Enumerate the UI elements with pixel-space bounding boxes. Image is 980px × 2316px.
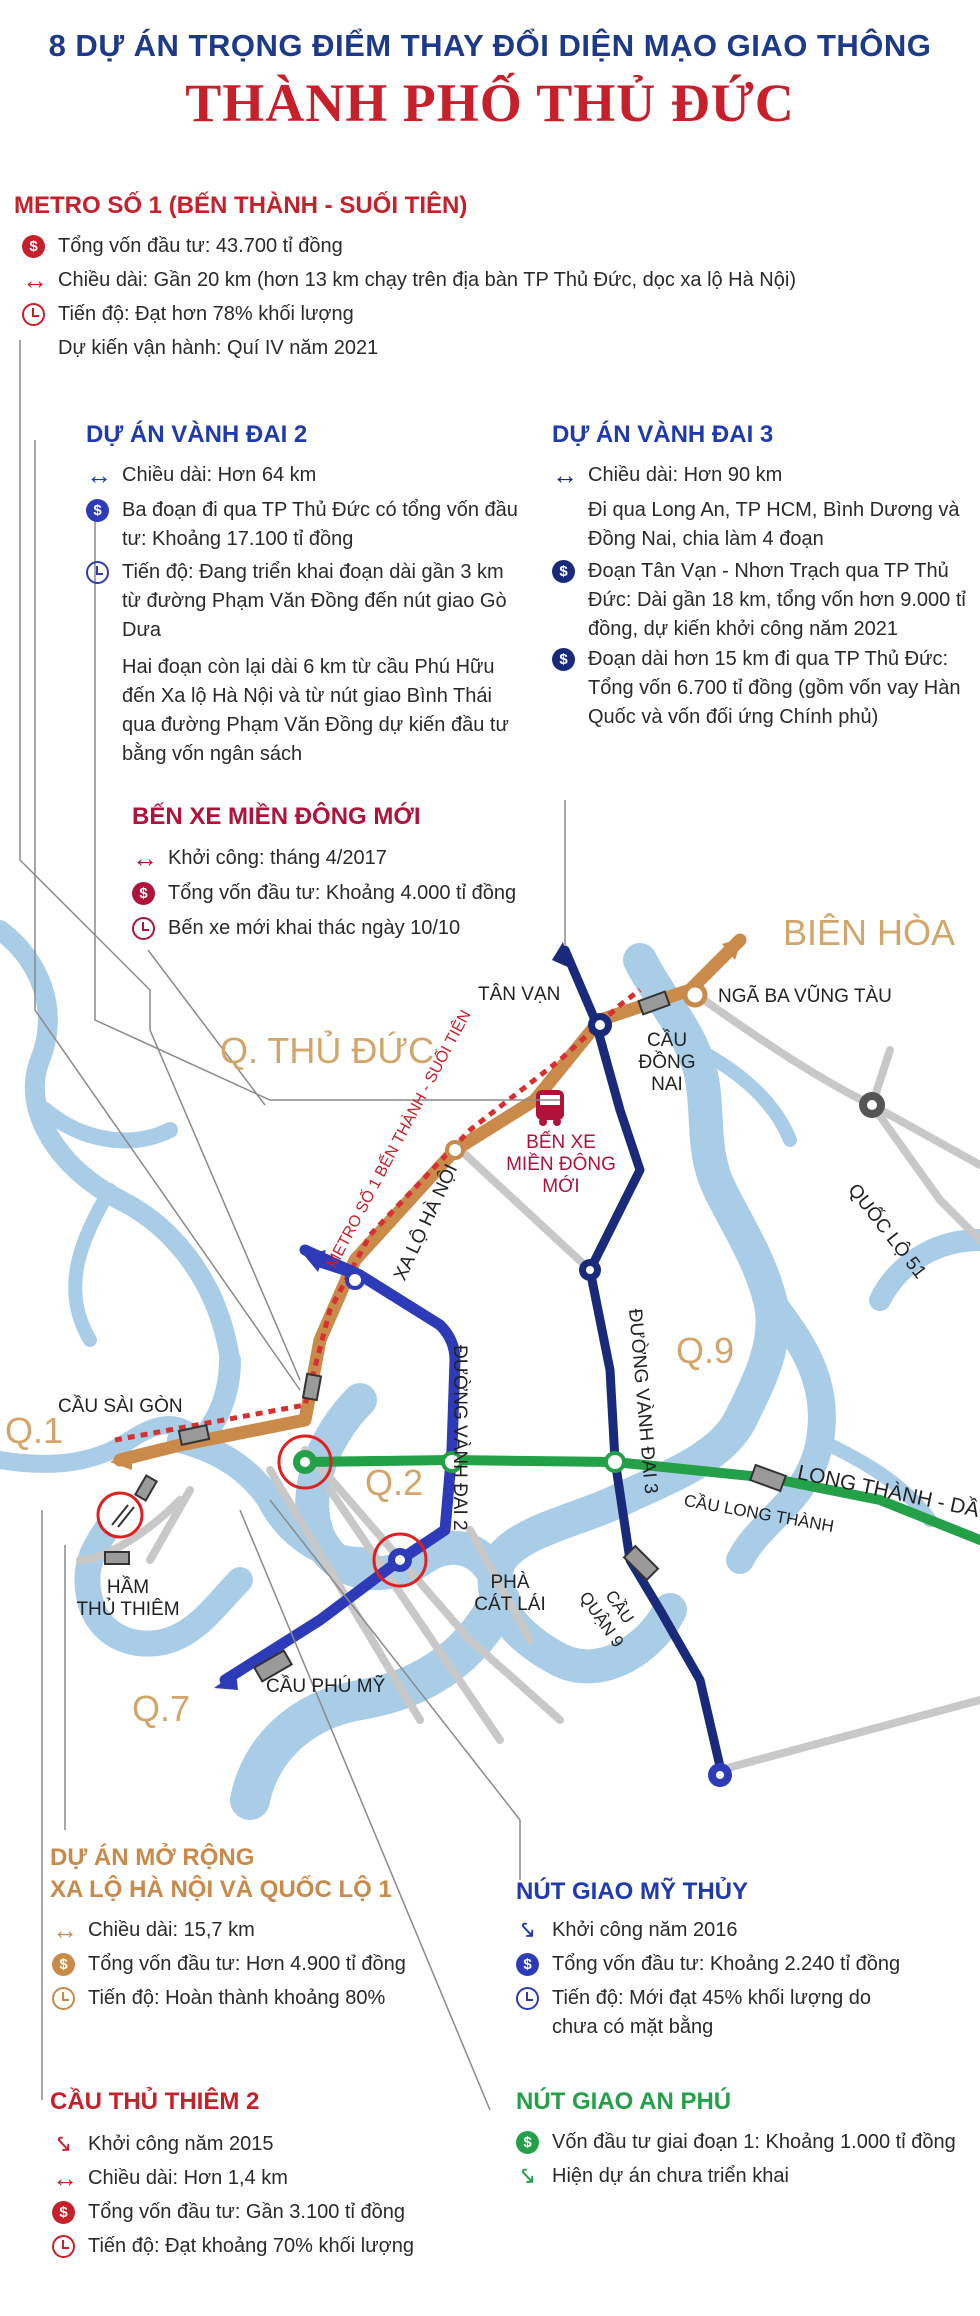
money-icon: $ xyxy=(52,1953,75,1976)
clock-icon xyxy=(22,303,45,326)
thu-thiem-2-item-cost: $ Tổng vốn đầu tư: Gần 3.100 tỉ đồng xyxy=(52,2198,492,2227)
metro-title: METRO SỐ 1 (BẾN THÀNH - SUỐI TIÊN) xyxy=(14,192,468,219)
money-icon: $ xyxy=(86,499,109,522)
money-icon: $ xyxy=(552,560,575,583)
shovel-icon: ⤥ xyxy=(521,2165,534,2188)
double-arrow-icon: ↔ xyxy=(132,843,158,873)
double-arrow-icon: ↔ xyxy=(552,460,578,490)
vanh-dai-3-item-15km: $ Đoạn dài hơn 15 km đi qua TP Thủ Đức: … xyxy=(552,645,977,732)
money-icon: $ xyxy=(516,1953,539,1976)
thu-thiem-2-title: CẦU THỦ THIÊM 2 xyxy=(50,2088,260,2115)
map-q9: Q.9 xyxy=(676,1330,735,1371)
metro-item-length: ↔ Chiều dài: Gần 20 km (hơn 13 km chạy t… xyxy=(22,265,796,295)
shovel-icon: ⤥ xyxy=(57,2133,70,2156)
vanh-dai-3-item-length: ↔ Chiều dài: Hơn 90 km xyxy=(552,460,783,490)
money-icon: $ xyxy=(22,235,45,258)
map-nodes xyxy=(345,982,885,1787)
map-bien-hoa: BIÊN HÒA xyxy=(783,912,956,953)
metro-item-operation: Dự kiến vận hành: Quí IV năm 2021 xyxy=(58,337,379,359)
vanh-dai-2-item-cost: $ Ba đoạn đi qua TP Thủ Đức có tổng vốn … xyxy=(86,496,526,554)
metro-item-progress: Tiến độ: Đạt hơn 78% khối lượng xyxy=(22,300,962,329)
long-thanh-dau-giay-road xyxy=(300,1454,980,1545)
map-ham-thu-thiem: HẦM THỦ THIÊM xyxy=(76,1577,180,1620)
an-phu-item-status: ⤥ Hiện dự án chưa triển khai xyxy=(516,2162,976,2191)
an-phu-item-cost: $ Vốn đầu tư giai đoạn 1: Khoảng 1.000 t… xyxy=(516,2128,976,2157)
xa-lo-title-1: DỰ ÁN MỞ RỘNG xyxy=(50,1844,255,1871)
xa-lo-title-2: XA LỘ HÀ NỘI VÀ QUỐC LỘ 1 xyxy=(50,1876,392,1903)
vanh-dai-3-north-arrow-icon xyxy=(552,942,570,968)
my-thuy-title: NÚT GIAO MỸ THỦY xyxy=(516,1878,748,1905)
clock-icon xyxy=(52,1987,75,2010)
double-arrow-icon: ↔ xyxy=(52,2163,78,2193)
ben-xe-item-start: ↔ Khởi công: tháng 4/2017 xyxy=(132,843,387,873)
bien-hoa-arrow-icon xyxy=(722,938,742,960)
clock-icon xyxy=(86,561,109,584)
vanh-dai-2-road xyxy=(219,1244,461,1686)
map-thu-duc: Q. THỦ ĐỨC xyxy=(220,1030,435,1071)
bus-station-icon xyxy=(536,1090,564,1126)
ben-xe-item-cost: $ Tổng vốn đầu tư: Khoảng 4.000 tỉ đồng xyxy=(132,879,552,908)
q1-arrow-icon xyxy=(110,1450,132,1470)
ben-xe-item-operation: Bến xe mới khai thác ngày 10/10 xyxy=(132,914,552,943)
map-ben-xe-label: BẾN XE MIỀN ĐÔNG MỚI xyxy=(506,1132,616,1197)
vanh-dai-3-road xyxy=(560,945,727,1780)
map-q2: Q.2 xyxy=(365,1462,424,1503)
clock-icon xyxy=(516,1987,539,2010)
double-arrow-icon: ↔ xyxy=(52,1915,78,1945)
interchange-highlights xyxy=(96,1434,428,1588)
map-cau-phu-my: CẦU PHÚ MỸ xyxy=(266,1676,386,1697)
vanh-dai-2-north-arrow-icon xyxy=(304,1250,326,1272)
map-duong-vanh-dai-2: ĐƯỜNG VÀNH ĐAI 2 xyxy=(449,1345,470,1531)
my-thuy-item-start: ⤥ Khởi công năm 2016 xyxy=(516,1916,956,1945)
an-phu-title: NÚT GIAO AN PHÚ xyxy=(516,2088,732,2115)
money-icon: $ xyxy=(516,2131,539,2154)
vanh-dai-2-item-remaining: Hai đoạn còn lại dài 6 km từ cầu Phú Hữu… xyxy=(122,656,509,765)
header-subtitle: 8 DỰ ÁN TRỌNG ĐIỂM THAY ĐỔI DIỆN MẠO GIA… xyxy=(48,28,932,63)
vanh-dai-3-item-tan-van: $ Đoạn Tân Vạn - Nhơn Trạch qua TP Thủ Đ… xyxy=(552,557,977,644)
my-thuy-item-cost: $ Tổng vốn đầu tư: Khoảng 2.240 tỉ đồng xyxy=(516,1950,956,1979)
map-nga-ba-vung-tau: NGÃ BA VŨNG TÀU xyxy=(718,986,892,1007)
xa-lo-item-length: ↔ Chiều dài: 15,7 km xyxy=(52,1915,255,1945)
clock-icon xyxy=(132,917,155,940)
my-thuy-item-progress: Tiến độ: Mới đạt 45% khối lượng do chưa … xyxy=(516,1984,886,2042)
map-q7: Q.7 xyxy=(132,1688,191,1729)
map-cau-sai-gon: CẦU SÀI GÒN xyxy=(58,1396,183,1417)
money-icon: $ xyxy=(552,648,575,671)
vanh-dai-3-title: DỰ ÁN VÀNH ĐAI 3 xyxy=(552,421,774,448)
thu-thiem-2-item-start: ⤥ Khởi công năm 2015 xyxy=(52,2130,492,2159)
map-tan-van: TÂN VẠN xyxy=(478,984,561,1005)
callout-lines xyxy=(19,340,566,2111)
header-title: THÀNH PHỐ THỦ ĐỨC xyxy=(185,73,795,133)
thu-thiem-2-item-length: ↔ Chiều dài: Hơn 1,4 km xyxy=(52,2163,288,2193)
money-icon: $ xyxy=(52,2201,75,2224)
vanh-dai-3-item-route: Đi qua Long An, TP HCM, Bình Dương và Đồ… xyxy=(588,499,960,550)
vanh-dai-2-item-progress: Tiến độ: Đang triển khai đoạn dài gần 3 … xyxy=(86,558,526,645)
double-arrow-icon: ↔ xyxy=(86,460,112,490)
map-cau-dong-nai: CẦU ĐỒNG NAI xyxy=(638,1030,696,1095)
xa-lo-item-cost: $ Tổng vốn đầu tư: Hơn 4.900 tỉ đồng xyxy=(52,1950,492,1979)
metro-item-cost: $ Tổng vốn đầu tư: 43.700 tỉ đồng xyxy=(22,232,962,261)
map-q1: Q.1 xyxy=(5,1410,64,1451)
xa-lo-item-progress: Tiến độ: Hoàn thành khoảng 80% xyxy=(52,1984,492,2013)
vanh-dai-2-item-length: ↔ Chiều dài: Hơn 64 km xyxy=(86,460,317,490)
map-pha-cat-lai: PHÀ CÁT LÁI xyxy=(474,1572,546,1615)
vanh-dai-2-south-arrow-icon xyxy=(214,1672,238,1690)
river-network xyxy=(0,920,980,1820)
money-icon: $ xyxy=(132,882,155,905)
double-arrow-icon: ↔ xyxy=(22,265,48,295)
ben-xe-title: BẾN XE MIỀN ĐÔNG MỚI xyxy=(132,803,421,830)
thu-thiem-2-item-progress: Tiến độ: Đạt khoảng 70% khối lượng xyxy=(52,2232,492,2261)
clock-icon xyxy=(52,2235,75,2258)
vanh-dai-2-title: DỰ ÁN VÀNH ĐAI 2 xyxy=(86,421,308,448)
bridge-marks xyxy=(104,990,788,1683)
shovel-icon: ⤥ xyxy=(521,1919,534,1942)
